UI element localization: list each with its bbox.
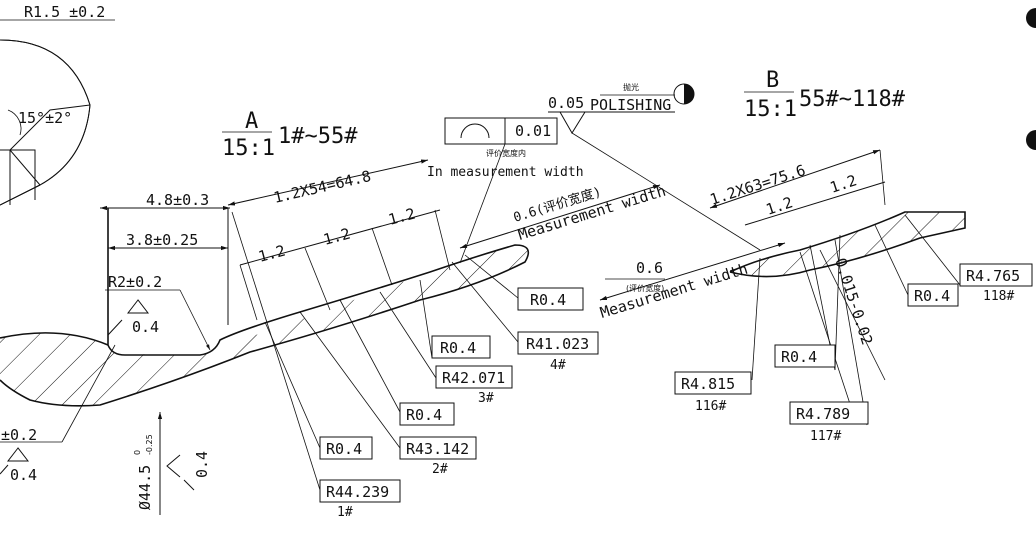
svg-text:R44.239: R44.239 (326, 483, 389, 501)
side-dim: 0.015-0.02 (831, 256, 876, 347)
callout-b-4: R4.815 116# (674, 371, 752, 414)
callout-a-3: R0.4 (431, 335, 491, 359)
svg-text:R4.765: R4.765 (966, 267, 1020, 285)
svg-text:评价宽度内: 评价宽度内 (486, 148, 526, 158)
svg-text:R0.4: R0.4 (914, 287, 950, 305)
dim-outer: 4.8±0.3 (146, 191, 209, 209)
svg-text:B: B (766, 68, 779, 93)
callout-b-3: R0.4 (774, 344, 836, 368)
svg-text:0.4: 0.4 (10, 466, 37, 484)
svg-text:0.6: 0.6 (636, 259, 663, 277)
svg-text:A: A (245, 109, 258, 134)
svg-text:55#~118#: 55#~118# (799, 87, 906, 112)
svg-text:0.4: 0.4 (132, 318, 159, 336)
svg-text:1.2: 1.2 (321, 224, 352, 248)
svg-text:R0.4: R0.4 (530, 291, 566, 309)
svg-text:POLISHING: POLISHING (590, 96, 671, 114)
svg-text:R43.142: R43.142 (406, 440, 469, 458)
view-a-title: A 15:1 1#~55# (222, 109, 358, 161)
svg-text:0.4: 0.4 (193, 451, 211, 478)
left-dim: 3±0.2 (0, 426, 37, 444)
callout-a-7: R0.4 (319, 436, 373, 460)
top-left-radius: R1.5 ±0.2 (24, 3, 105, 21)
svg-text:Measurement width: Measurement width (598, 260, 750, 322)
svg-text:-0.25: -0.25 (145, 434, 154, 455)
svg-text:R4.815: R4.815 (681, 375, 735, 393)
svg-text:15:1: 15:1 (744, 97, 797, 122)
callout-a-4: R42.071 3# (435, 365, 513, 406)
tolerance-frame: 0.01 评价宽度内 In measurement width (427, 117, 584, 264)
svg-text:1.2: 1.2 (828, 171, 859, 196)
callout-a-8: R44.239 1# (319, 479, 401, 520)
callout-a-2: R41.023 4# (517, 331, 599, 373)
callout-a-1: R0.4 (517, 287, 584, 311)
svg-text:R0.4: R0.4 (781, 348, 817, 366)
callout-b-5: R4.789 117# (789, 401, 869, 444)
tolerance-value: 0.01 (515, 122, 551, 140)
svg-text:3#: 3# (478, 391, 494, 406)
bullet-dot (1026, 130, 1036, 150)
svg-text:4#: 4# (550, 358, 566, 373)
callouts-view-b: R4.765 118# R0.4 R0.4 R4.815 116# R4.789… (674, 263, 1033, 444)
svg-text:R4.789: R4.789 (796, 405, 850, 423)
svg-text:1#: 1# (337, 505, 353, 520)
svg-text:R42.071: R42.071 (442, 369, 505, 387)
svg-text:R0.4: R0.4 (406, 406, 442, 424)
top-left-angle: 15°±2° (18, 109, 72, 127)
svg-text:15:1: 15:1 (222, 136, 275, 161)
diameter-dim: Ø44.5 0 -0.25 (133, 434, 154, 510)
callout-b-2: R0.4 (907, 283, 959, 307)
dim-inner: 3.8±0.25 (126, 231, 198, 249)
svg-text:116#: 116# (695, 399, 726, 414)
callouts-view-a: R0.4 R41.023 4# R0.4 R42.071 3# R0.4 R43… (319, 287, 599, 520)
pitch-total-a: 1.2X54=64.8 (272, 167, 373, 207)
view-b-title: B 15:1 55#~118# (744, 68, 906, 122)
pitch-total-b: 1.2X63=75.6 (708, 161, 808, 209)
svg-text:117#: 117# (810, 429, 841, 444)
svg-text:In measurement width: In measurement width (427, 165, 584, 180)
bullet-dot (1026, 8, 1036, 28)
svg-text:Ø44.5: Ø44.5 (136, 465, 154, 510)
svg-text:1.2: 1.2 (256, 241, 287, 265)
svg-text:R0.4: R0.4 (326, 440, 362, 458)
fillet-radius: R2±0.2 (108, 273, 162, 291)
svg-text:118#: 118# (983, 289, 1014, 304)
svg-text:0: 0 (133, 450, 142, 455)
callout-b-1: R4.765 118# (959, 263, 1033, 304)
top-left-detail: R1.5 ±0.2 15°±2° (0, 3, 115, 206)
svg-text:2#: 2# (432, 462, 448, 477)
callout-a-6: R43.142 2# (399, 436, 477, 477)
svg-text:1.2: 1.2 (764, 193, 795, 218)
svg-text:R0.4: R0.4 (440, 339, 476, 357)
callout-a-5: R0.4 (399, 402, 455, 426)
svg-text:R41.023: R41.023 (526, 335, 589, 353)
svg-text:1.2: 1.2 (386, 204, 417, 228)
svg-text:抛光: 抛光 (623, 82, 639, 92)
svg-text:0.05: 0.05 (548, 94, 584, 112)
surface-finish-symbol: 抛光 0.05 POLISHING (548, 82, 761, 251)
svg-text:1#~55#: 1#~55# (278, 124, 358, 149)
